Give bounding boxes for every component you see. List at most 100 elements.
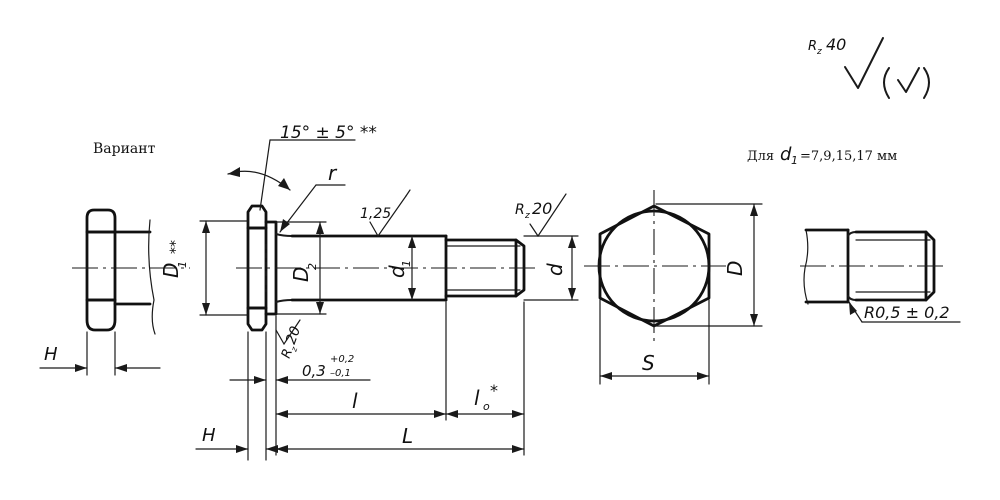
roughness-thread-letter: R bbox=[515, 202, 525, 218]
l-label: l bbox=[352, 389, 358, 413]
variant-D1-sub: 1 bbox=[176, 261, 189, 268]
l0-symbol: l bbox=[474, 386, 480, 410]
roughness-check-small bbox=[897, 67, 920, 93]
general-roughness-symbol: R z 40 bbox=[808, 35, 930, 99]
l0-arrow-left bbox=[446, 410, 458, 418]
roughness-general-sub: z bbox=[816, 47, 822, 57]
l-arrow-left bbox=[276, 410, 288, 418]
diameter-note: Для d 1 =7,9,15,17 мм bbox=[747, 144, 897, 167]
variant-D1-symbol: D bbox=[159, 263, 183, 278]
d-arrow-bottom bbox=[568, 288, 576, 300]
l-arrow-right bbox=[434, 410, 446, 418]
D2-symbol: D bbox=[289, 267, 313, 282]
variant-head-view bbox=[72, 208, 190, 335]
l0-mark: * bbox=[490, 381, 498, 400]
d1-arrow-top bbox=[408, 236, 416, 248]
angle-arrow-right bbox=[278, 178, 290, 190]
radius-r-label: r bbox=[328, 161, 338, 185]
R05-annotation: R0,5 ± 0,2 bbox=[848, 301, 961, 323]
head-top-face bbox=[246, 204, 268, 230]
chamfer-arrow-left bbox=[254, 376, 266, 384]
roughness-thread-symbol bbox=[529, 193, 567, 238]
hex-end-view bbox=[584, 190, 726, 342]
D-arrow-top bbox=[750, 204, 758, 216]
variant-H-dimension: H bbox=[39, 331, 161, 376]
D1-arrow-top bbox=[202, 221, 210, 233]
H-main-label: H bbox=[202, 425, 216, 446]
chamfer-lower: –0,1 bbox=[330, 368, 351, 379]
D1-dimension bbox=[199, 220, 249, 316]
d1-arrow-bottom bbox=[408, 288, 416, 300]
D-arrow-bottom bbox=[750, 314, 758, 326]
D2-arrow-top bbox=[316, 222, 324, 234]
variant-head-top-face bbox=[85, 208, 117, 234]
L-arrow-right bbox=[512, 445, 524, 453]
main-bolt-view bbox=[236, 204, 540, 332]
d1-symbol: d bbox=[385, 265, 409, 278]
thread-detail-view bbox=[800, 228, 946, 305]
paren-right bbox=[923, 67, 930, 99]
note-symbol: d bbox=[780, 144, 792, 165]
d-arrow-top bbox=[568, 236, 576, 248]
H-main-arrow-right bbox=[266, 445, 278, 453]
variant-head-middle-face bbox=[85, 230, 117, 302]
roughness-thread: R z 20 bbox=[515, 193, 567, 238]
R05-label: R0,5 ± 0,2 bbox=[864, 303, 950, 322]
d1-dimension: d 1 bbox=[385, 235, 416, 301]
angle-annotation: 15° ± 5° ** bbox=[227, 123, 377, 211]
variant-D1-label: D 1 ** bbox=[159, 240, 189, 278]
note-subscript: 1 bbox=[791, 154, 798, 167]
chamfer-arrow-right bbox=[276, 376, 288, 384]
detail-break-line bbox=[803, 229, 809, 305]
bolt-end-chamfer bbox=[514, 238, 526, 298]
S-arrow-left bbox=[600, 372, 612, 380]
note-prefix: Для bbox=[747, 149, 774, 164]
l0-arrow-right bbox=[512, 410, 524, 418]
D1-arrow-bottom bbox=[202, 303, 210, 315]
D2-arrow-bottom bbox=[316, 302, 324, 314]
roughness-check-mark bbox=[844, 37, 884, 89]
roughness-shank: 1,25 bbox=[360, 189, 411, 238]
d1-sub: 1 bbox=[400, 260, 413, 267]
variant-H-label: H bbox=[44, 344, 58, 365]
roughness-shank-tail bbox=[405, 189, 411, 197]
H-main-arrow-left bbox=[236, 445, 248, 453]
roughness-under-head-symbol bbox=[275, 319, 301, 346]
D2-sub: 2 bbox=[306, 263, 319, 270]
paren-left bbox=[883, 67, 890, 99]
d-symbol: d bbox=[543, 263, 567, 276]
radius-r-annotation: r bbox=[279, 161, 346, 233]
variant-H-arrow-right bbox=[115, 364, 127, 372]
radius-r-arrow bbox=[280, 219, 290, 232]
D-symbol: D bbox=[723, 261, 747, 276]
d-dimension: d bbox=[523, 235, 579, 301]
l0-dimension: l o * bbox=[445, 381, 525, 418]
roughness-general-value: 40 bbox=[826, 35, 846, 54]
variant-D1-mark: ** bbox=[168, 240, 184, 254]
roughness-general-letter: R bbox=[808, 39, 817, 54]
R05-arrow bbox=[849, 302, 857, 315]
variant-head-bottom-face bbox=[85, 298, 117, 332]
D-dimension: D bbox=[655, 203, 763, 327]
roughness-under-head: R z 20 bbox=[275, 319, 304, 361]
angle-leader bbox=[259, 139, 271, 211]
roughness-under-head-sub: z bbox=[289, 345, 300, 354]
chamfer-base: 0,3 bbox=[302, 362, 326, 380]
variant-H-arrow-left bbox=[75, 364, 87, 372]
l-dimension: l bbox=[275, 389, 447, 418]
note-values: =7,9,15,17 мм bbox=[800, 149, 897, 164]
L-arrow-left bbox=[276, 445, 288, 453]
fillet-top bbox=[275, 233, 293, 237]
roughness-thread-sub: z bbox=[524, 211, 530, 221]
head-bottom-face bbox=[246, 306, 268, 332]
angle-label: 15° ± 5° ** bbox=[280, 123, 377, 143]
detail-end-chamfer bbox=[924, 230, 936, 302]
L-dimension: L bbox=[275, 424, 525, 453]
S-label: S bbox=[642, 351, 655, 375]
variant-break-line bbox=[148, 219, 156, 335]
l0-sub: o bbox=[483, 400, 490, 413]
fillet-bottom bbox=[275, 299, 293, 303]
chamfer-upper: +0,2 bbox=[330, 354, 354, 365]
